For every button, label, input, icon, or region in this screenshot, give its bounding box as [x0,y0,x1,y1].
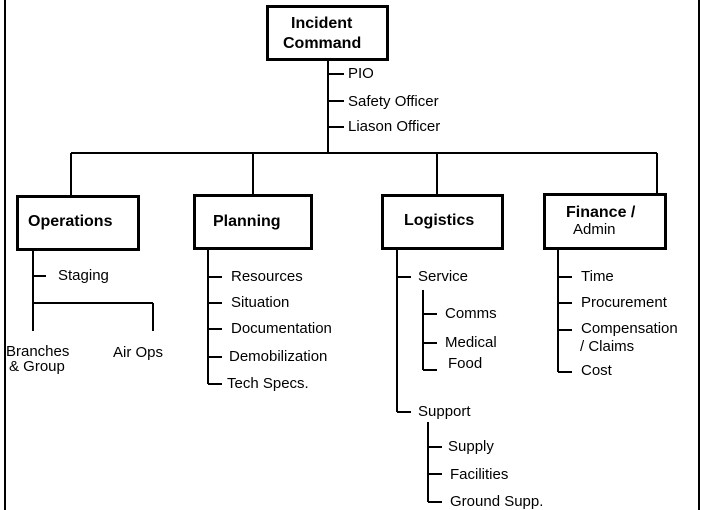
finance-title-line2: Admin [573,221,616,238]
planning-box: Planning [193,194,313,250]
logistics-box: Logistics [381,194,504,250]
finance-unit-compensation-line2: / Claims [580,338,635,355]
logistics-ground-supp: Ground Supp. [450,493,544,510]
logistics-food: Food [448,355,483,372]
ops-branches-line2: & Group [9,358,65,375]
logistics-title: Logistics [404,212,475,229]
staff-pio: PIO [348,65,374,82]
ops-branches-line1: Branches [6,343,70,360]
ops-air-ops: Air Ops [113,344,164,361]
incident-command-title-line1: Incident [291,15,353,32]
planning-unit-demobilization: Demobilization [229,348,328,365]
logistics-service: Service [418,268,469,285]
planning-unit-resources: Resources [231,268,303,285]
finance-unit-cost: Cost [581,362,612,379]
planning-unit-documentation: Documentation [231,320,332,337]
operations-box: Operations [16,195,140,251]
staff-safety-officer: Safety Officer [348,93,439,110]
finance-title-line1: Finance / [566,204,636,221]
planning-unit-situation: Situation [231,294,290,311]
logistics-medical: Medical [445,334,497,351]
logistics-support: Support [418,403,471,420]
operations-title: Operations [28,213,113,230]
finance-unit-compensation-line1: Compensation [581,320,678,337]
finance-admin-box: Finance / Admin [543,193,667,250]
staff-liaison-officer: Liason Officer [348,118,441,135]
planning-title: Planning [213,213,281,230]
planning-unit-tech-specs: Tech Specs. [227,375,309,392]
finance-unit-time: Time [581,268,614,285]
incident-command-title-line2: Command [283,35,362,52]
logistics-facilities: Facilities [450,466,509,483]
ops-staging: Staging [58,267,109,284]
logistics-supply: Supply [448,438,494,455]
logistics-comms: Comms [445,305,497,322]
finance-unit-procurement: Procurement [581,294,667,311]
incident-command-box: Incident Command [266,5,389,61]
